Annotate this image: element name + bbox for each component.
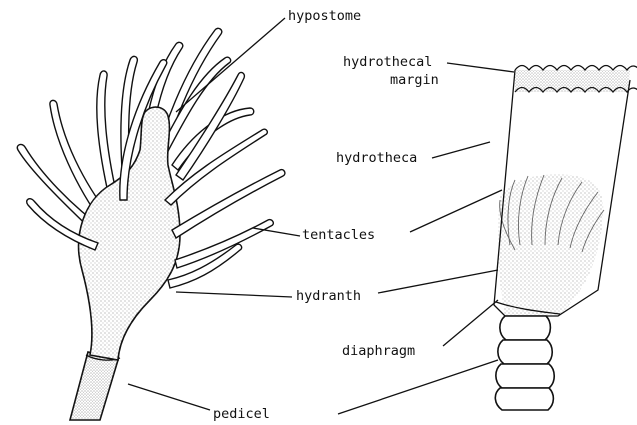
hydranth-inside <box>498 174 603 315</box>
label-hydrotheca: hydrotheca <box>336 150 417 166</box>
hydrotheca-figure <box>494 66 637 411</box>
segmented-pedicel <box>495 316 554 410</box>
label-tentacles: tentacles <box>302 227 375 243</box>
hydranth-figure <box>17 28 285 420</box>
labels: hypostome hydrothecal margin hydrotheca … <box>213 8 439 422</box>
label-hydrothecal-margin-line2: margin <box>390 72 439 88</box>
label-pedicel: pedicel <box>213 406 270 422</box>
label-hypostome: hypostome <box>288 8 361 24</box>
label-hydrothecal-margin-line1: hydrothecal <box>343 54 432 70</box>
label-diaphragm: diaphragm <box>342 343 415 359</box>
label-hydranth: hydranth <box>296 288 361 304</box>
hydrothecal-margin-rim <box>515 66 637 71</box>
pedicel-stem <box>70 352 120 420</box>
